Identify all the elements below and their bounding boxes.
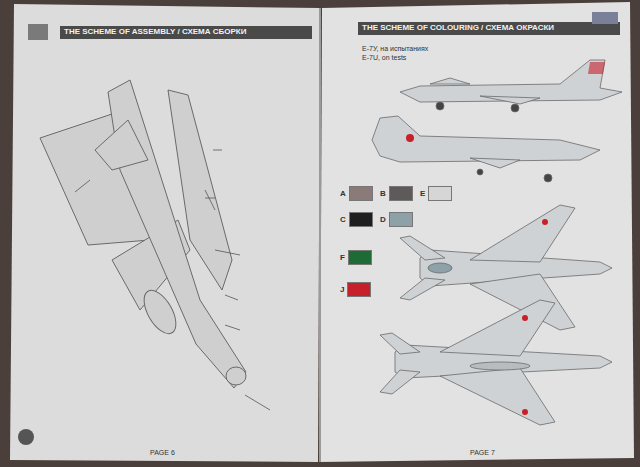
- color-swatch: [349, 186, 373, 201]
- legend-item: B: [380, 186, 413, 201]
- legend-letter: D: [380, 215, 386, 224]
- aircraft-caption: Е-7У, на испытаниях: [362, 44, 428, 53]
- color-swatch: [389, 212, 413, 227]
- legend-letter: B: [380, 189, 386, 198]
- color-swatch: [347, 282, 371, 297]
- legend-letter: C: [340, 215, 346, 224]
- legend-item: A: [340, 186, 373, 201]
- left-page: [10, 4, 320, 462]
- color-swatch: [348, 250, 372, 265]
- color-swatch: [389, 186, 413, 201]
- legend-item: D: [380, 212, 413, 227]
- page-heading: THE SCHEME OF ASSEMBLY / СХЕМА СБОРКИ: [64, 27, 246, 37]
- color-swatch: [428, 186, 452, 201]
- legend-item: C: [340, 212, 373, 227]
- legend-letter: E: [420, 189, 425, 198]
- right-page: [320, 2, 634, 462]
- color-swatch: [349, 212, 373, 227]
- legend-letter: F: [340, 253, 345, 262]
- page-number: PAGE 6: [150, 448, 175, 457]
- page-number: PAGE 7: [470, 448, 495, 457]
- aircraft-caption: Е-7U, on tests: [362, 53, 406, 62]
- legend-item: E: [420, 186, 452, 201]
- page-heading: THE SCHEME OF COLOURING / СХЕМА ОКРАСКИ: [362, 23, 554, 33]
- legend-letter: J: [340, 285, 344, 294]
- legend-letter: A: [340, 189, 346, 198]
- legend-item: F: [340, 250, 372, 265]
- legend-item: J: [340, 282, 371, 297]
